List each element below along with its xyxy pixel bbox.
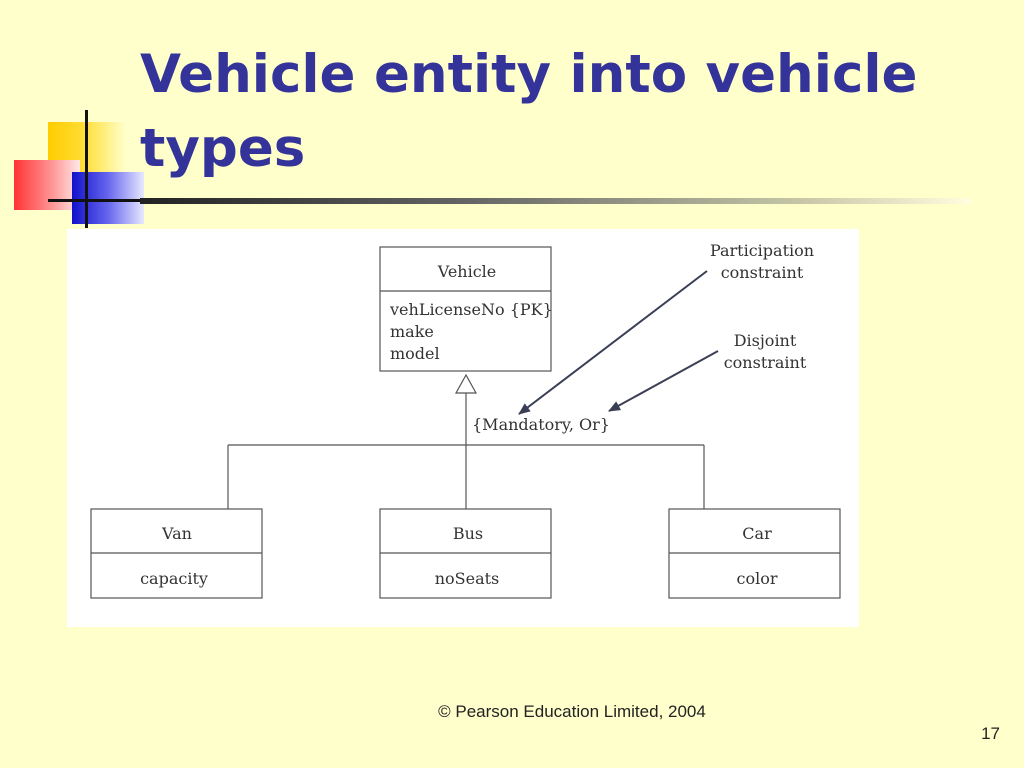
decorative-vertical-line (85, 110, 88, 228)
vehicle-class-box: Vehicle vehLicenseNo {PK} make model (379, 246, 553, 372)
decorative-horizontal-line (48, 199, 148, 202)
car-attribute: color (737, 569, 778, 588)
car-class-box: Car color (668, 508, 841, 599)
bus-attribute: noSeats (435, 569, 500, 588)
vehicle-attribute-1: vehLicenseNo {PK} (389, 300, 553, 319)
slide-title: Vehicle entity into vehicle types (140, 44, 918, 179)
uml-diagram-panel: Vehicle vehLicenseNo {PK} make model {Ma… (67, 229, 859, 627)
participation-annotation-line2: constraint (721, 263, 804, 282)
generalization-triangle (454, 373, 478, 394)
vehicle-attribute-3: model (390, 344, 440, 363)
bus-class-box: Bus noSeats (379, 508, 552, 599)
van-class-box: Van capacity (90, 508, 263, 599)
decorative-blue-square (72, 172, 144, 224)
constraint-label: {Mandatory, Or} (472, 415, 610, 434)
car-class-name: Car (742, 524, 772, 543)
disjoint-annotation-line2: constraint (724, 353, 807, 372)
page-number: 17 (981, 724, 1000, 743)
participation-annotation-line1: Participation (710, 241, 814, 260)
title-underline-rule (140, 198, 972, 204)
disjoint-annotation-line1: Disjoint (734, 331, 797, 350)
van-attribute: capacity (140, 569, 208, 588)
copyright-footer: © Pearson Education Limited, 2004 (438, 702, 706, 721)
vehicle-class-name: Vehicle (437, 262, 497, 281)
van-class-name: Van (161, 524, 192, 543)
disjoint-arrow (608, 350, 719, 412)
participation-arrow (518, 270, 708, 415)
decorative-red-square (14, 160, 80, 210)
uml-diagram: Vehicle vehLicenseNo {PK} make model {Ma… (90, 241, 841, 599)
bus-class-name: Bus (453, 524, 483, 543)
vehicle-attribute-2: make (390, 322, 434, 341)
